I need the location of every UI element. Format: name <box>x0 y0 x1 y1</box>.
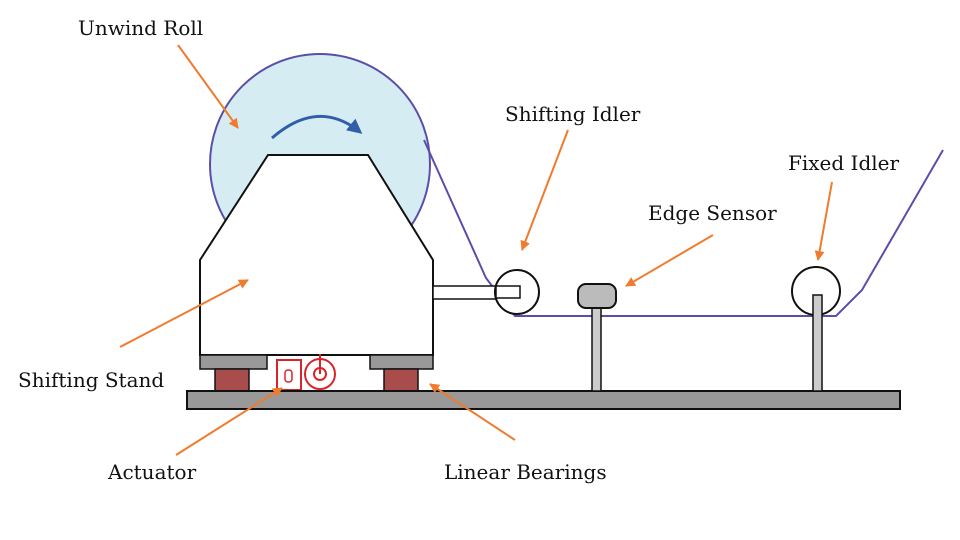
arrow-fixed-idler <box>814 181 833 261</box>
rotation-arrow-icon <box>271 114 363 140</box>
linear-bearing-left <box>214 368 250 392</box>
edge-sensor <box>577 283 617 309</box>
arrow-linear-bearings <box>429 383 516 441</box>
actuator-slot <box>284 369 293 383</box>
fixed-idler-post <box>812 294 823 392</box>
label-shifting-stand: Shifting Stand <box>18 368 165 392</box>
label-edge-sensor: Edge Sensor <box>648 201 777 225</box>
base-rail <box>186 390 901 410</box>
arrow-shifting-stand <box>119 279 249 348</box>
arrow-edge-sensor <box>625 234 714 287</box>
arrow-actuator <box>175 387 283 456</box>
web-path <box>423 139 944 317</box>
label-linear-bearings: Linear Bearings <box>444 460 607 484</box>
edge-sensor-post <box>591 299 602 392</box>
label-shifting-idler: Shifting Idler <box>505 102 641 126</box>
arrow-shifting-idler <box>520 129 569 251</box>
idler-shaft-end <box>495 285 521 299</box>
linear-bearing-right <box>383 368 419 392</box>
label-actuator: Actuator <box>108 460 197 484</box>
label-fixed-idler: Fixed Idler <box>788 151 900 175</box>
arrow-unwind-roll <box>177 44 239 129</box>
stand-plate-right <box>369 354 434 370</box>
stand-plate-left <box>199 354 268 370</box>
label-unwind-roll: Unwind Roll <box>78 16 204 40</box>
